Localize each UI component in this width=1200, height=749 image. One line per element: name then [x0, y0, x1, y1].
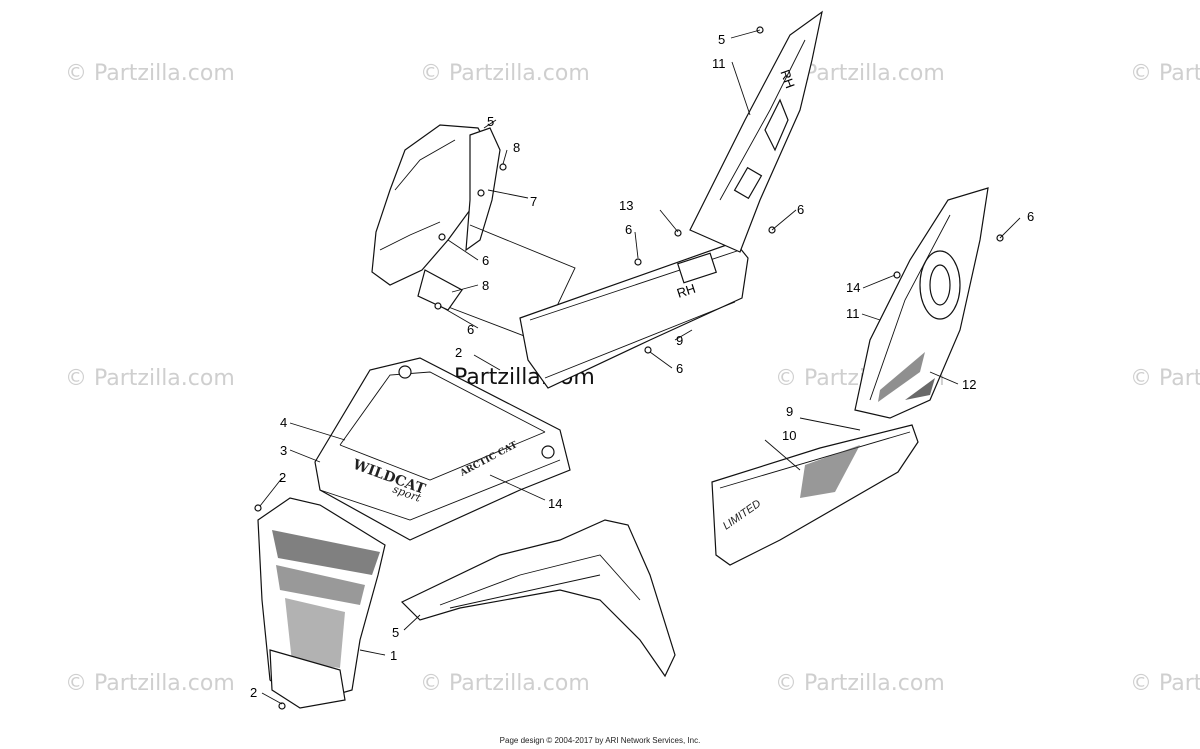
part-hood[interactable]: WILDCAT sport ARCTIC CAT	[314, 357, 571, 541]
callout-2[interactable]: 2	[279, 470, 286, 485]
callout-8[interactable]: 8	[482, 278, 489, 293]
watermark: © Partzilla.com	[65, 61, 235, 86]
callout-6[interactable]: 6	[467, 322, 474, 337]
part-side-panel-lh[interactable]	[854, 187, 989, 419]
callout-5[interactable]: 5	[392, 625, 399, 640]
leader-lines	[259, 29, 1021, 705]
callout-6[interactable]: 6	[676, 361, 683, 376]
callout-labels: 5 11 5 8 7 6 8 6 13 6 6 9 6 6 14 11 12 9…	[250, 32, 1034, 700]
callout-10[interactable]: 10	[782, 428, 796, 443]
callout-13[interactable]: 14	[846, 280, 860, 295]
watermark: © Partzilla.com	[65, 671, 235, 696]
rh-mark: RH	[675, 281, 697, 301]
callout-9[interactable]: 9	[786, 404, 793, 419]
callout-6[interactable]: 5	[718, 32, 725, 47]
part-side-panel-rh[interactable]: RH	[689, 10, 823, 253]
footer-copyright: Page design © 2004-2017 by ARI Network S…	[499, 736, 701, 745]
callout-11[interactable]: 11	[846, 306, 860, 321]
watermark: © Partzilla.com	[1130, 61, 1200, 86]
part-door-panel[interactable]: LIMITED	[711, 424, 919, 566]
callout-12[interactable]: 12	[962, 377, 976, 392]
part-front-fender-upper[interactable]	[371, 124, 576, 343]
callout-4[interactable]: 4	[280, 415, 287, 430]
watermark: © Partzilla.com	[420, 61, 590, 86]
callout-6[interactable]: 6	[797, 202, 804, 217]
watermark: © Partzilla.com	[1130, 671, 1200, 696]
callout-14[interactable]: 14	[548, 496, 562, 511]
watermark: © Partzilla.com	[420, 671, 590, 696]
hardware	[254, 26, 1004, 710]
callout-6[interactable]: 6	[482, 253, 489, 268]
rh-mark: RH	[777, 68, 798, 91]
part-floor-panel-rh[interactable]: RH	[519, 241, 749, 389]
callout-6[interactable]: 6	[625, 222, 632, 237]
callout-6[interactable]: 6	[1027, 209, 1034, 224]
callout-2[interactable]: 2	[250, 685, 257, 700]
callout-3[interactable]: 3	[280, 443, 287, 458]
callout-8[interactable]: 8	[513, 140, 520, 155]
callout-9[interactable]: 9	[676, 333, 683, 348]
callout-13[interactable]: 13	[619, 198, 633, 213]
callout-7[interactable]: 7	[530, 194, 537, 209]
part-front-fender-lower[interactable]	[400, 519, 676, 678]
watermark: © Partzilla.com	[775, 671, 945, 696]
callout-5[interactable]: 5	[487, 114, 494, 129]
callout-2[interactable]: 2	[455, 345, 462, 360]
callout-1[interactable]: 1	[390, 648, 397, 663]
callout-11[interactable]: 11	[712, 56, 726, 71]
watermark: © Partzilla.com	[65, 366, 235, 391]
part-front-bumper-grille[interactable]	[257, 497, 386, 709]
watermark: © Partzilla.com	[1130, 366, 1200, 391]
